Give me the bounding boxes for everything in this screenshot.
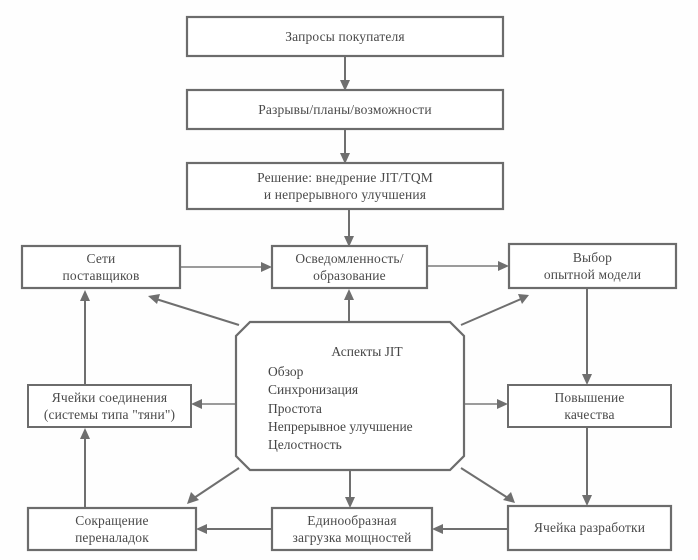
- node-decision-jit-tqm-box[interactable]: [185, 161, 505, 211]
- arrow-connection-cells-to-supplier-networks: [80, 290, 90, 385]
- jit-aspects-item: Простота: [268, 400, 322, 416]
- label-jit-aspects: Аспекты JIT Обзор Синхронизация Простота…: [268, 343, 460, 454]
- arrow-jit-aspects-to-supplier-networks: [148, 294, 240, 326]
- node-jit-aspects-box[interactable]: [234, 320, 466, 472]
- arrow-jit-aspects-to-uniform-load: [345, 470, 355, 508]
- arrow-decision-to-awareness: [344, 209, 354, 247]
- jit-aspects-item: Целостность: [268, 437, 342, 453]
- node-awareness-education-box[interactable]: [270, 244, 429, 290]
- arrow-jit-aspects-to-setup-reduction: [187, 467, 240, 504]
- arrow-jit-aspects-to-development-cell: [460, 467, 515, 503]
- arrow-jit-aspects-to-awareness: [344, 289, 354, 322]
- node-uniform-capacity-loading-box[interactable]: [270, 506, 434, 552]
- jit-aspects-item: Синхронизация: [268, 382, 359, 398]
- connector-layer: [80, 56, 592, 534]
- arrow-jit-aspects-to-pilot-model: [460, 294, 529, 326]
- jit-aspects-item: Обзор: [268, 364, 304, 380]
- arrow-pilot-model-to-quality: [582, 288, 592, 385]
- arrow-supplier-networks-to-awareness: [180, 262, 272, 272]
- arrow-development-cell-to-uniform-load: [432, 524, 508, 534]
- arrow-awareness-to-pilot-model: [427, 261, 509, 271]
- node-setup-time-reduction-box[interactable]: [26, 506, 198, 552]
- arrow-gaps-to-decision: [340, 129, 350, 164]
- node-development-cell-box[interactable]: [506, 504, 673, 552]
- arrow-setup-reduction-to-connection-cells: [80, 428, 90, 508]
- node-supplier-networks-box[interactable]: [20, 244, 182, 290]
- arrow-quality-to-development-cell: [582, 427, 592, 506]
- node-pilot-model-selection-box[interactable]: [507, 242, 678, 290]
- node-layer: [20, 15, 678, 552]
- node-gaps-plans-opportunities-box[interactable]: [185, 88, 505, 131]
- node-quality-improvement-box[interactable]: [507, 384, 672, 428]
- arrow-jit-aspects-to-quality: [464, 399, 508, 409]
- node-connection-cells-pull-systems-box[interactable]: [27, 384, 192, 428]
- arrow-uniform-load-to-setup-reduction: [196, 524, 272, 534]
- arrow-jit-aspects-to-connection-cells: [191, 399, 236, 409]
- jit-aspects-item: Непрерывное улучшение: [268, 418, 413, 434]
- jit-aspects-title: Аспекты JIT: [331, 344, 403, 359]
- arrow-customer-requests-to-gaps: [340, 56, 350, 91]
- node-customer-requests-box[interactable]: [185, 15, 505, 58]
